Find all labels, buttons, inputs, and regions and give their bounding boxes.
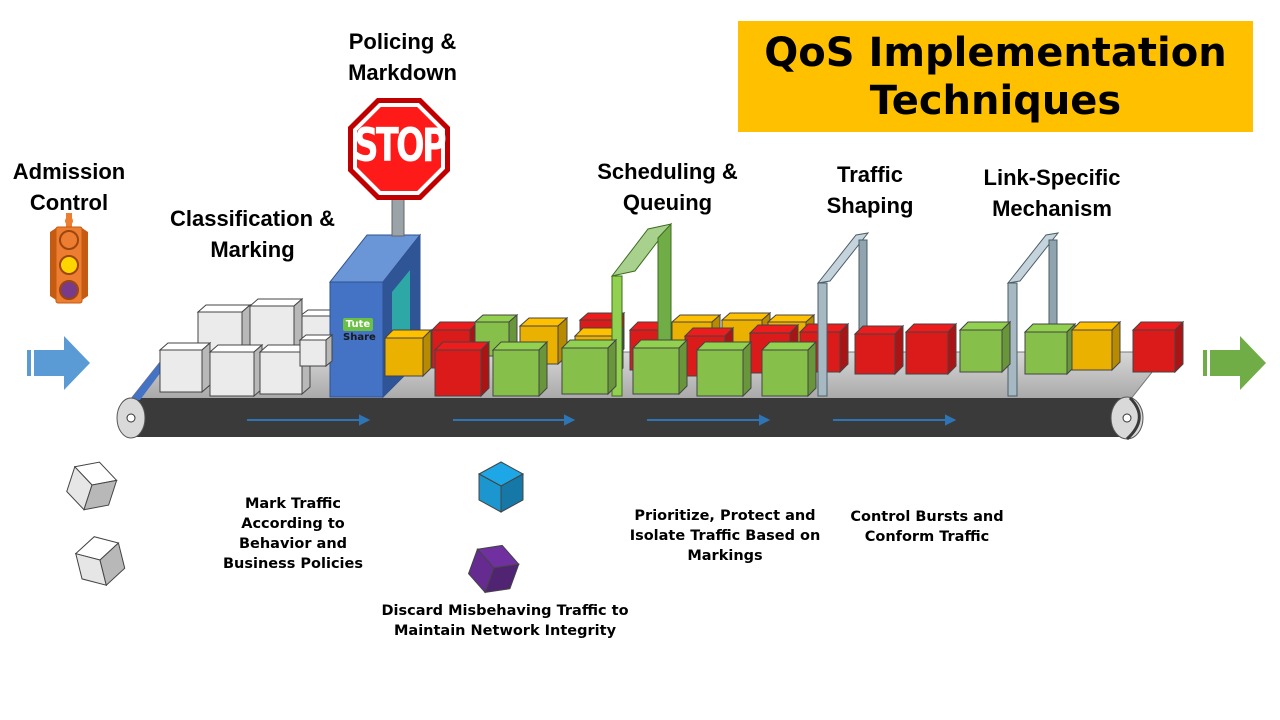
traffic-cube [158, 341, 212, 394]
cube-side [807, 340, 817, 398]
traffic-cube [248, 297, 304, 352]
cube-side [538, 340, 548, 398]
cube-side [839, 322, 849, 374]
cube-side [894, 324, 904, 376]
cube-front [696, 349, 744, 397]
traffic-cube [560, 338, 618, 396]
cube-right [500, 473, 524, 513]
watermark-line-1: Tute [343, 318, 373, 331]
desc-scheduling: Prioritize, Protect and Isolate Traffic … [629, 508, 821, 564]
traffic-cube [1131, 320, 1185, 374]
traffic-cube [631, 338, 689, 396]
title-line-1: QoS Implementation [764, 29, 1227, 76]
label-admission-control: Admission Control [12, 159, 126, 215]
desc-classification: Mark Traffic According to Behavior and B… [222, 496, 363, 572]
traffic-cube [695, 340, 753, 398]
traffic-cube [904, 322, 958, 376]
traffic-cube [491, 340, 549, 398]
traffic-cube [1023, 322, 1077, 376]
traffic-cube [433, 340, 491, 398]
cube-side [201, 341, 211, 394]
cube-front [959, 329, 1003, 373]
label-classification-marking: Classification & Marking [169, 206, 336, 262]
stop-sign-text: STOP [354, 119, 447, 173]
desc-shaping: Control Bursts and Conform Traffic [850, 509, 1004, 545]
input-arrow-icon [27, 336, 90, 390]
page-title: QoS Implementation Techniques [764, 29, 1226, 125]
cube-front [632, 347, 680, 395]
cube-right [99, 542, 126, 587]
cube-side [1111, 320, 1121, 372]
link-gate [1006, 232, 1060, 397]
cube-side [947, 322, 957, 376]
cube-side [1174, 320, 1184, 374]
loose-cube-icon [467, 544, 520, 594]
cube-front [259, 351, 303, 395]
traffic-cube [298, 333, 334, 368]
loose-cube-icon [477, 461, 525, 513]
cube-top [433, 341, 491, 351]
traffic-light-icon [50, 213, 88, 304]
cube-front [761, 349, 809, 397]
cube-front [854, 333, 896, 375]
cubes-front [158, 320, 1185, 398]
label-policing-markdown: Policing & Markdown [348, 29, 457, 85]
cube-top [196, 304, 252, 313]
cube-top [208, 344, 264, 353]
cube-side [325, 333, 333, 368]
cube-top [760, 341, 818, 351]
label-traffic-shaping: Traffic Shaping [826, 162, 914, 218]
cubes-free [66, 461, 525, 594]
traffic-cube [208, 343, 264, 398]
scheduling-gate [610, 222, 673, 397]
cube-side [742, 340, 752, 398]
cube-top [248, 298, 304, 307]
cube-front [434, 349, 482, 397]
cube-right [83, 479, 118, 511]
traffic-cube [1070, 320, 1122, 372]
cube-front [249, 305, 295, 351]
cube-side [422, 328, 432, 378]
cube-front [1071, 329, 1113, 371]
cube-top [491, 341, 549, 351]
cube-front [299, 339, 327, 367]
cube-top [560, 339, 618, 349]
label-link-specific-mechanism: Link-Specific Mechanism [983, 165, 1121, 221]
traffic-cube [383, 328, 433, 378]
output-arrow-icon [1203, 336, 1266, 390]
title-line-2: Techniques [869, 77, 1122, 124]
cube-front [159, 349, 203, 393]
watermark-line-2: Share [343, 332, 376, 343]
cube-top [695, 341, 753, 351]
cube-front [1024, 331, 1068, 375]
title-banner: QoS Implementation Techniques [738, 21, 1253, 132]
cube-front [905, 331, 949, 375]
cube-front [492, 349, 540, 397]
cube-front [384, 337, 424, 377]
cube-side [607, 338, 617, 396]
cube-front [1132, 329, 1176, 373]
shaping-gate [816, 232, 870, 397]
label-scheduling-queuing: Scheduling & Queuing [597, 159, 738, 215]
watermark: Tute Share [343, 318, 376, 344]
loose-cube-icon [66, 461, 118, 511]
cube-side [480, 340, 490, 398]
cube-right [484, 563, 520, 594]
cube-front [561, 347, 609, 395]
cube-front [209, 351, 255, 397]
cube-side [678, 338, 688, 396]
stop-sign-icon [348, 98, 450, 200]
cube-side [1001, 320, 1011, 374]
traffic-cube [853, 324, 905, 376]
traffic-cube [760, 340, 818, 398]
cube-top [631, 339, 689, 349]
loose-cube-icon [74, 536, 126, 587]
desc-policing: Discard Misbehaving Traffic to Maintain … [381, 603, 629, 639]
traffic-cube [958, 320, 1012, 374]
